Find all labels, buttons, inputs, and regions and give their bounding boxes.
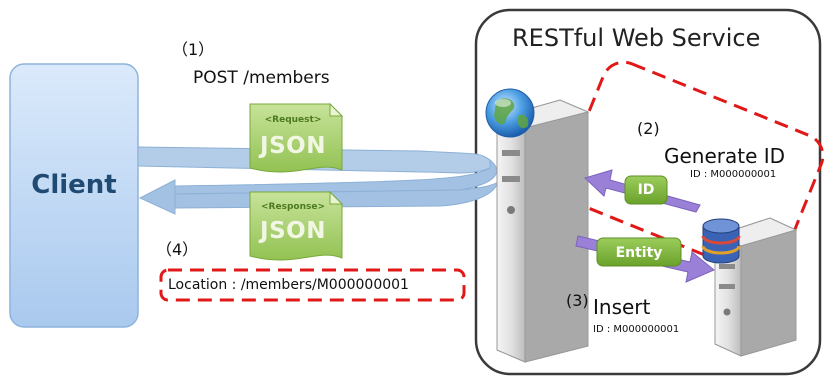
step1-text: POST /members	[193, 68, 330, 88]
response-tag: <Response>	[261, 202, 325, 212]
id-pill-label: ID	[637, 182, 655, 198]
entity-pill	[596, 237, 682, 267]
step4-number: （4）	[156, 240, 199, 259]
request-document	[249, 103, 343, 173]
client-label: Client	[31, 170, 117, 200]
step4-text: Location : /members/M000000001	[168, 277, 409, 293]
step1-number: （1）	[172, 40, 215, 59]
step3-text: Insert	[593, 295, 651, 319]
step2-id-text: ID : M000000001	[690, 169, 777, 180]
response-format: JSON	[260, 218, 326, 244]
response-document	[249, 191, 343, 261]
service-title: RESTful Web Service	[512, 24, 761, 52]
step3-number: (3)	[566, 291, 589, 310]
request-tag: <Request>	[264, 115, 322, 125]
step2-text: Generate ID	[664, 144, 786, 168]
entity-pill-label: Entity	[615, 245, 663, 261]
database-icon	[701, 218, 741, 264]
client-box	[9, 63, 139, 328]
location-box	[159, 268, 466, 302]
globe-icon	[485, 88, 535, 138]
request-format: JSON	[260, 133, 326, 159]
id-pill	[624, 175, 668, 205]
step3-id-text: ID : M000000001	[593, 324, 680, 335]
step2-number: (2)	[637, 119, 660, 138]
server-icon	[495, 99, 590, 363]
